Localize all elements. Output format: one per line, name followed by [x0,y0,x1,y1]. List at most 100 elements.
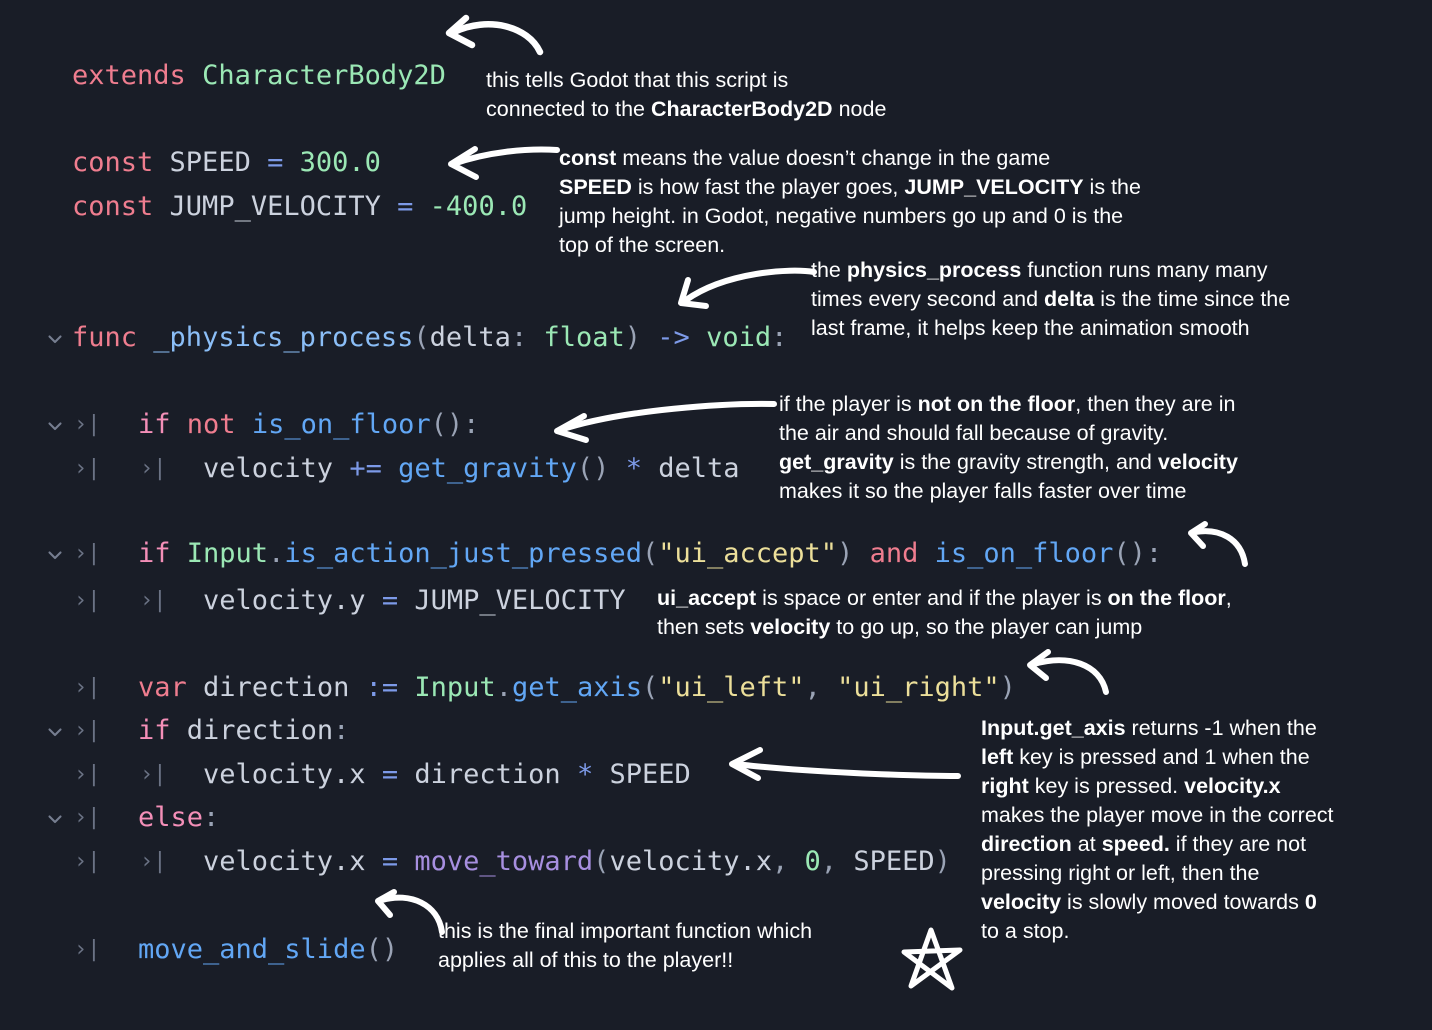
tab-indent-icon: ›| [74,412,101,437]
token-operator: = [381,585,399,616]
token-identifier: velocity.x [203,846,366,877]
token-keyword: if [138,409,171,440]
annotation-gravity: if the player is not on the floor, then … [779,392,1238,503]
token-identifier: SPEED [169,147,251,178]
token-punctuation: ) [999,672,1016,703]
code-line-const-jump[interactable]: const JUMP_VELOCITY = -400.0 [72,191,527,223]
code-line-move-and-slide[interactable]: move_and_slide() [138,934,398,966]
token-punctuation: () [576,453,610,484]
token-operator: := [365,672,399,703]
token-operator: * [576,759,594,790]
token-punctuation: ) [934,846,951,877]
hand-drawn-arrow-icon [436,12,556,68]
token-string: "ui_left" [658,672,805,703]
tab-indent-icon: ›| [74,588,101,613]
hand-drawn-arrow-icon [443,142,563,184]
tab-indent-icon: ›| [74,849,101,874]
token-identifier: delta [658,453,740,484]
token-operator: = [267,147,284,178]
token-identifier: direction [203,672,350,703]
token-function-name: move_toward [414,846,594,877]
token-function-name: is_on_floor [934,538,1114,569]
token-string: "ui_accept" [658,538,838,569]
star-icon [898,926,966,994]
code-line-gravity[interactable]: velocity += get_gravity() * delta [203,453,740,485]
token-punctuation: . [495,672,512,703]
chevron-down-icon[interactable] [46,723,64,741]
token-identifier: direction [414,759,561,790]
token-keyword: const [72,147,154,178]
token-punctuation: : [203,802,220,833]
token-keyword: const [72,191,154,222]
token-punctuation: : [771,322,788,353]
token-number: 0 [804,846,821,877]
token-string: "ui_right" [837,672,1000,703]
token-keyword: if [138,538,171,569]
token-function-name: _physics_process [153,322,414,353]
annotation-physics-process: the physics_process function runs many m… [811,258,1291,340]
code-line-if-direction[interactable]: if direction: [138,715,349,747]
annotation-extends: this tells Godot that this script is con… [486,68,887,121]
token-identifier: JUMP_VELOCITY [169,191,381,222]
tab-indent-icon: ›| [74,937,101,962]
token-punctuation: () [365,934,399,965]
code-line-vel-x-toward[interactable]: velocity.x = move_toward(velocity.x, 0, … [203,846,951,878]
code-line-func-physics[interactable]: func _physics_process(delta: float) -> v… [72,322,787,354]
token-punctuation: : [333,715,350,746]
token-identifier: velocity.x [203,759,366,790]
code-line-else[interactable]: else: [138,802,219,834]
token-param: delta [429,322,511,353]
chevron-down-icon[interactable] [46,330,64,348]
token-identifier: SPEED [853,846,935,877]
tab-indent-icon: ›| [140,762,167,787]
tab-indent-icon: ›| [140,456,167,481]
token-identifier: velocity.x [609,846,772,877]
code-line-set-jump-vel[interactable]: velocity.y = JUMP_VELOCITY [203,585,626,617]
code-line-extends[interactable]: extends CharacterBody2D [72,60,446,92]
tab-indent-icon: ›| [140,849,167,874]
token-function-name: get_gravity [398,453,577,484]
annotation-get-axis: Input.get_axis returns -1 when the left … [981,716,1334,943]
token-type: CharacterBody2D [202,60,446,91]
token-keyword: if [138,715,171,746]
tab-indent-icon: ›| [74,456,101,481]
token-punctuation: (): [430,409,480,440]
token-keyword: var [138,672,187,703]
token-identifier: velocity.y [203,585,366,616]
hand-drawn-arrow-icon [670,266,820,318]
annotation-const: const means the value doesn’t change in … [559,146,1141,257]
token-punctuation: ) [837,538,854,569]
token-class: Input [414,672,496,703]
annotation-move-and-slide: this is the final important function whi… [438,919,813,972]
token-punctuation: ( [593,846,610,877]
token-keyword: extends [72,60,186,91]
code-line-const-speed[interactable]: const SPEED = 300.0 [72,147,381,179]
token-punctuation: ( [413,322,430,353]
chevron-down-icon[interactable] [46,810,64,828]
code-line-if-jump[interactable]: if Input.is_action_just_pressed("ui_acce… [138,538,1162,570]
token-keyword: not [186,409,236,440]
token-punctuation: . [268,538,285,569]
token-operator: = [381,759,399,790]
token-type: float [543,322,625,353]
token-operator: += [349,453,382,484]
tab-indent-icon: ›| [74,762,101,787]
token-operator: = [381,846,399,877]
token-keyword: func [72,322,138,353]
chevron-down-icon[interactable] [46,546,64,564]
hand-drawn-arrow-icon [1183,521,1253,570]
chevron-down-icon[interactable] [46,417,64,435]
token-punctuation: , [772,846,789,877]
hand-drawn-arrow-icon [370,889,450,936]
token-number: -400.0 [429,191,528,222]
hand-drawn-arrow-icon [1022,649,1112,698]
token-number: 300.0 [299,147,381,178]
code-line-if-not-floor[interactable]: if not is_on_floor(): [138,409,479,441]
token-keyword: else [138,802,204,833]
token-punctuation: , [804,672,821,703]
token-punctuation: , [820,846,838,877]
code-line-var-direction[interactable]: var direction := Input.get_axis("ui_left… [138,672,1016,704]
hand-drawn-arrow-icon [548,396,778,443]
code-line-vel-x-dir[interactable]: velocity.x = direction * SPEED [203,759,691,791]
